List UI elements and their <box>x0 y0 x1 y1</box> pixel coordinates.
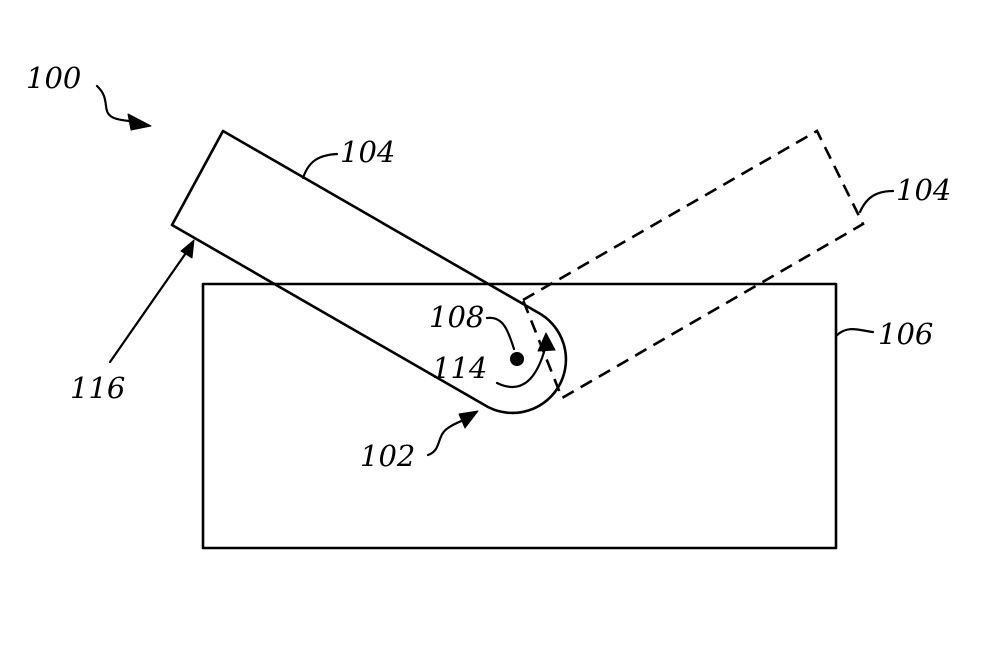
leader-device <box>95 84 136 124</box>
base-body <box>201 282 838 550</box>
leader-pivot <box>485 316 516 351</box>
label-device: 100 <box>26 61 81 95</box>
leader-base <box>834 328 875 338</box>
leader-lid-alt <box>858 189 895 214</box>
leader-device-arrowhead <box>127 113 152 131</box>
lid-panel <box>170 129 568 415</box>
label-rotation: 114 <box>432 351 487 385</box>
leader-hinge-arrowhead <box>458 410 479 429</box>
pivot-point <box>510 352 524 366</box>
label-edge: 116 <box>70 371 125 405</box>
rotation-arrowhead <box>537 332 556 352</box>
leader-edge <box>108 248 190 364</box>
label-lid: 104 <box>340 135 395 169</box>
leader-hinge <box>426 417 468 457</box>
leader-lid <box>301 152 339 180</box>
lid-alt-position <box>521 129 865 400</box>
label-pivot: 108 <box>429 300 484 334</box>
label-lid-alt: 104 <box>896 173 951 207</box>
rotation-arc <box>495 343 548 389</box>
leader-edge-arrowhead <box>180 239 195 259</box>
label-base: 106 <box>878 317 933 351</box>
label-hinge: 102 <box>360 439 415 473</box>
